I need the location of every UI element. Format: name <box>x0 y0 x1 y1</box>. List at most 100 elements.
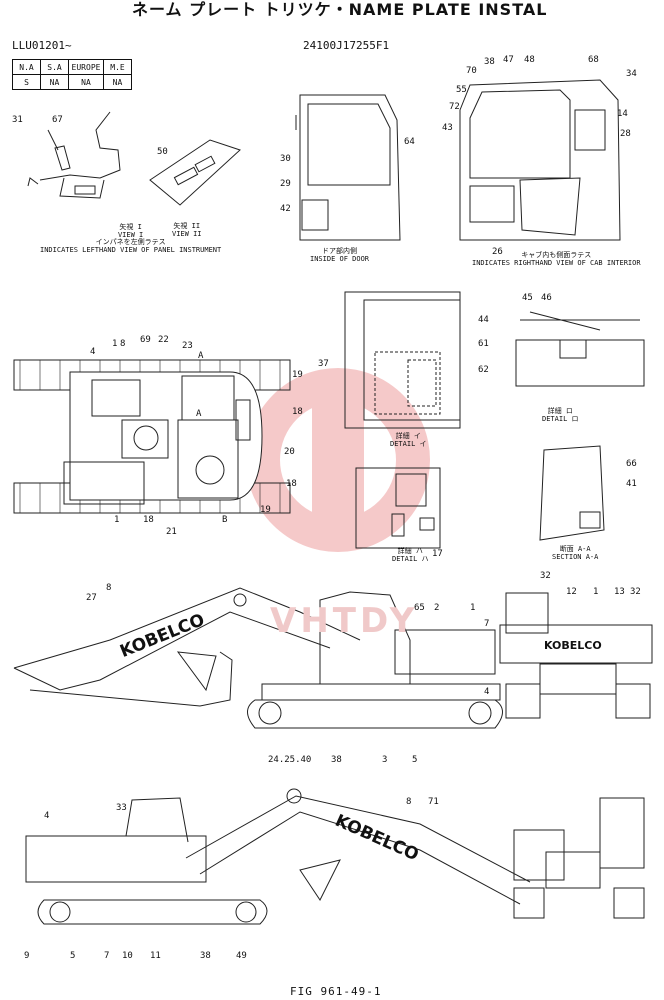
callout-27: 27 <box>86 593 97 603</box>
callout-37: 37 <box>318 359 329 369</box>
callout-43: 43 <box>442 123 453 133</box>
callout-67: 67 <box>52 115 63 125</box>
callout-62: 62 <box>478 365 489 375</box>
callout-4-right: 4 <box>44 811 50 821</box>
callout-4-left: 4 <box>484 687 490 697</box>
callout-20: 20 <box>284 447 295 457</box>
callout-12: 12 <box>566 587 577 597</box>
callout-22: 22 <box>158 335 169 345</box>
callout-18-lower: 18 <box>286 479 297 489</box>
callout-5-left: 5 <box>412 755 418 765</box>
callout-38-left: 38 <box>331 755 342 765</box>
callout-28: 28 <box>620 129 631 139</box>
callout-18-right: 18 <box>292 407 303 417</box>
side-view-left-drawing <box>13 587 503 729</box>
side-view-right-drawing <box>25 788 531 925</box>
callout-71: 71 <box>428 797 439 807</box>
callout-44: 44 <box>478 315 489 325</box>
callout-17: 17 <box>432 549 443 559</box>
callout-72: 72 <box>449 102 460 112</box>
callout-10: 10 <box>122 951 133 961</box>
callout-21: 21 <box>166 527 177 537</box>
callout-7-left: 7 <box>484 619 490 629</box>
callout-1-rear: 1 <box>593 587 599 597</box>
callout-46: 46 <box>541 293 552 303</box>
callout-1-plan-top: 1 <box>112 339 118 349</box>
callout-b: B <box>222 515 228 525</box>
door-inside-drawing <box>295 94 401 241</box>
callout-29: 29 <box>280 179 291 189</box>
part-number: 24100J17255F1 <box>303 39 390 52</box>
callout-50: 50 <box>157 147 168 157</box>
callout-69: 69 <box>140 335 151 345</box>
rear-view-drawing <box>499 592 653 719</box>
callout-33: 33 <box>116 803 127 813</box>
kobelco-logo-rear: KOBELCO <box>544 639 602 652</box>
callout-1-plan-bottom: 1 <box>114 515 120 525</box>
callout-8-left: 8 <box>106 583 112 593</box>
callout-61: 61 <box>478 339 489 349</box>
callout-48: 48 <box>524 55 535 65</box>
callout-26: 26 <box>492 247 503 257</box>
callout-64: 64 <box>404 137 415 147</box>
callout-14: 14 <box>617 109 628 119</box>
callout-32-rear-left: 32 <box>540 571 551 581</box>
callout-41: 41 <box>626 479 637 489</box>
callout-55: 55 <box>456 85 467 95</box>
callout-24-25-40: 24.25.40 <box>268 755 312 765</box>
callout-42: 42 <box>280 204 291 214</box>
callout-70: 70 <box>466 66 477 76</box>
section-aa-drawing <box>539 445 605 541</box>
detail-i-drawing <box>344 291 461 429</box>
cab-interior-drawing <box>459 79 621 241</box>
callout-32-rear-right: 32 <box>630 587 641 597</box>
callout-66: 66 <box>626 459 637 469</box>
view-1-seat-drawing <box>27 111 121 199</box>
view-2-panel-drawing <box>149 139 241 206</box>
callout-19-top: 19 <box>292 370 303 380</box>
callout-2: 2 <box>434 603 440 613</box>
spec-value-me: NA <box>103 74 132 90</box>
callout-11: 11 <box>150 951 161 961</box>
callout-5-right: 5 <box>70 951 76 961</box>
front-view-drawing <box>513 797 645 919</box>
detail-ro-drawing <box>515 311 645 387</box>
callout-23: 23 <box>182 341 193 351</box>
figure-number: FIG 961-49-1 <box>290 985 382 998</box>
callout-68: 68 <box>588 55 599 65</box>
callout-45: 45 <box>522 293 533 303</box>
callout-7-right: 7 <box>104 951 110 961</box>
callout-8-plan: 8 <box>120 339 126 349</box>
market-spec-table: N.A S.A EUROPE M.E S NA NA NA <box>12 59 132 90</box>
callout-8-right: 8 <box>406 797 412 807</box>
detail-ha-drawing <box>355 467 441 549</box>
callout-a-top: A <box>198 351 204 361</box>
watermark-text: VHTDY <box>270 601 419 641</box>
diagram-title: ネーム プレート トリツケ・NAME PLATE INSTAL <box>132 0 548 19</box>
serial-range: LLU01201~ <box>12 39 72 52</box>
callout-38-right: 38 <box>200 951 211 961</box>
callout-19-bottom: 19 <box>260 505 271 515</box>
plan-view-drawing <box>13 359 291 514</box>
callout-49: 49 <box>236 951 247 961</box>
callout-3: 3 <box>382 755 388 765</box>
watermark-logo <box>246 368 430 552</box>
callout-65: 65 <box>414 603 425 613</box>
callout-13: 13 <box>614 587 625 597</box>
callout-31: 31 <box>12 115 23 125</box>
callout-a-mid: A <box>196 409 202 419</box>
callout-30: 30 <box>280 154 291 164</box>
callout-4-plan: 4 <box>90 347 96 357</box>
callout-38-cab: 38 <box>484 57 495 67</box>
callout-1-left: 1 <box>470 603 476 613</box>
callout-18-bottom: 18 <box>143 515 154 525</box>
